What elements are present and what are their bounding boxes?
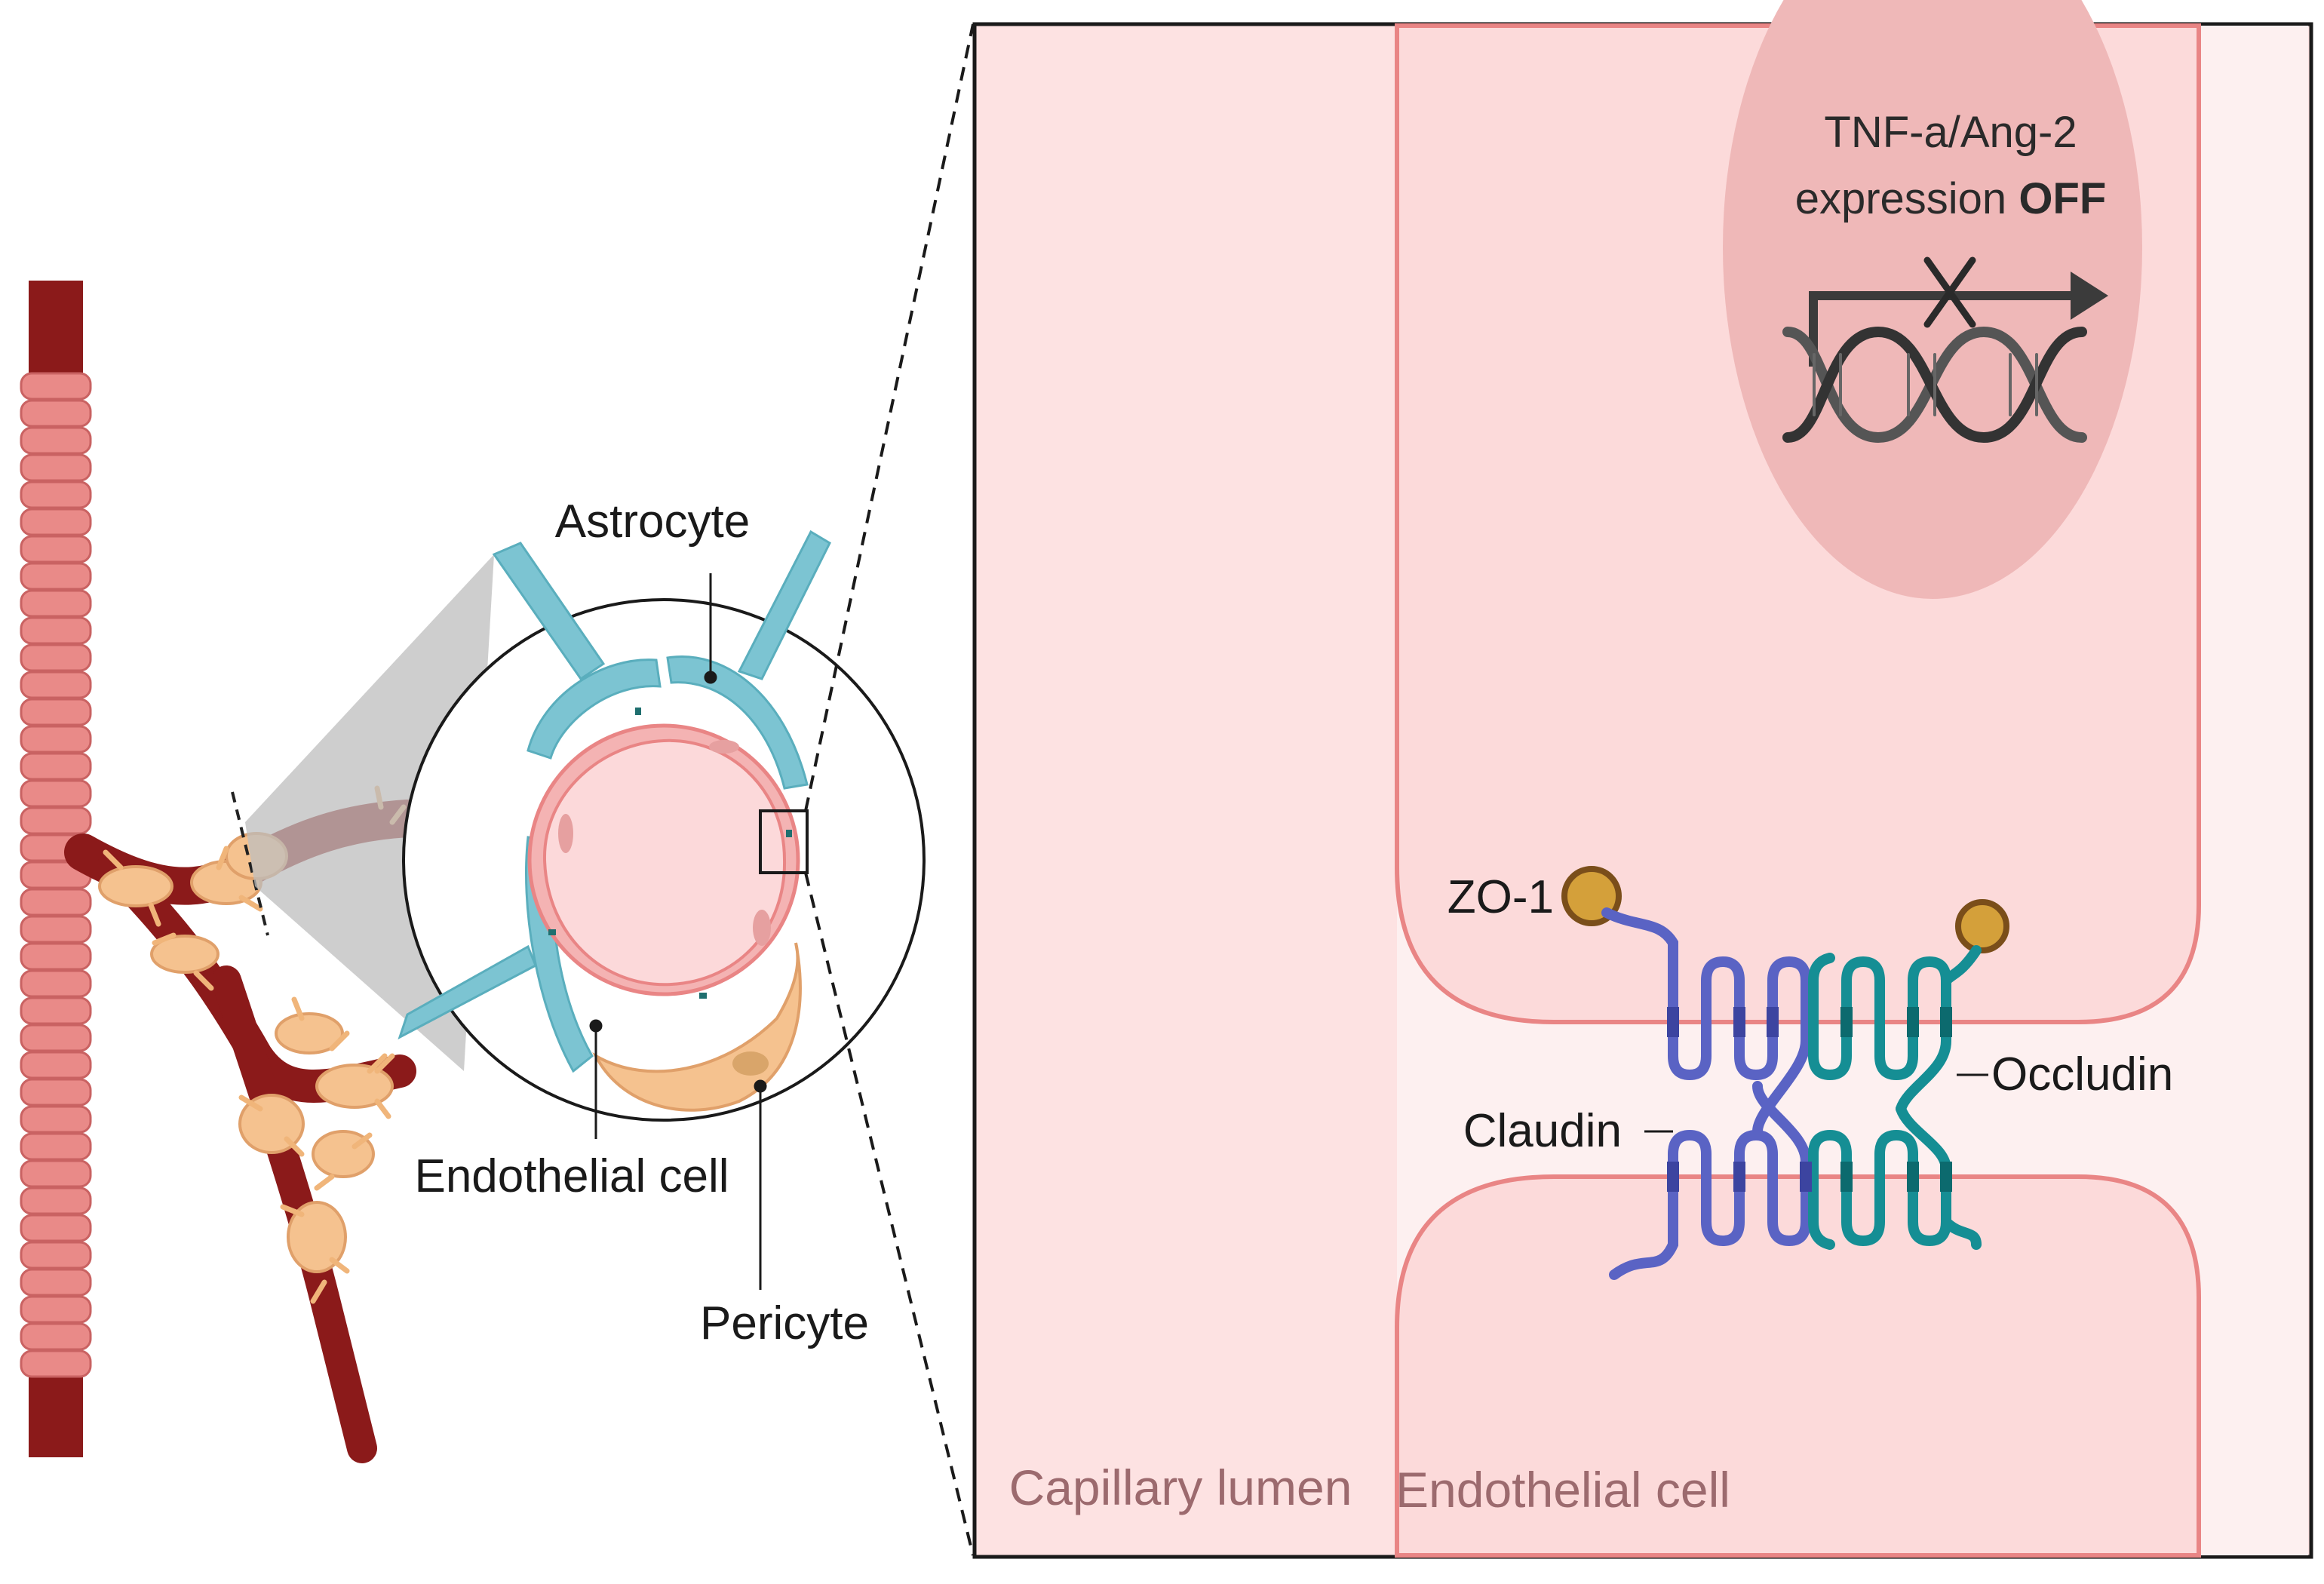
- vessel-ring-segment: [20, 1241, 92, 1269]
- vessel-ring-segment: [20, 508, 92, 536]
- vessel-ring-segment: [20, 453, 92, 482]
- vessel-ring-segment: [20, 1024, 92, 1052]
- label-endothelial-cell-circle: Endothelial cell: [414, 1150, 729, 1202]
- dna-helix: [1782, 326, 2087, 444]
- vessel-ring-segment: [20, 426, 92, 455]
- vessel-ring-segment: [20, 1214, 92, 1242]
- label-expression-line1: TNF-a/Ang-2: [1824, 108, 2077, 157]
- vessel-ring-segment: [20, 779, 92, 808]
- vessel-ring-segment: [20, 1349, 92, 1378]
- vessel-ring-segment: [20, 698, 92, 726]
- occludin-upper: [1808, 945, 1982, 1114]
- leader-lines: [589, 573, 767, 1290]
- label-expression-line2: expression OFF: [1795, 174, 2107, 223]
- vessel-ring-segment: [20, 1051, 92, 1079]
- zo1-protein-right: [1955, 899, 2009, 953]
- vessel-ring-segment: [20, 1268, 92, 1297]
- vessel-ring-segment: [20, 996, 92, 1025]
- endothelial-nuclei: [558, 740, 771, 946]
- vessel-ring-segment: [20, 1159, 92, 1188]
- vessel-ring-segment: [20, 643, 92, 672]
- membrane-span-markers: [1667, 1007, 1952, 1192]
- label-occludin: Occludin: [1991, 1048, 2173, 1101]
- expression-blocked-cross: [1923, 256, 1976, 328]
- pericyte-nucleus: [732, 1051, 769, 1076]
- vessel-lumen: [542, 738, 787, 987]
- label-expression-state: OFF: [2019, 174, 2106, 223]
- vessel-ring-segment: [20, 1186, 92, 1215]
- vessel-ring-segment: [20, 616, 92, 645]
- pericytes-on-branches: [98, 832, 394, 1273]
- section-cut-line: [231, 791, 269, 936]
- vessel-ring-segment: [20, 942, 92, 971]
- vessel-ring-segment: [20, 535, 92, 563]
- vessel-ring-segment: [20, 480, 92, 509]
- vessel-ring-segment: [20, 372, 92, 401]
- panel-zoom-lines: [804, 23, 975, 1556]
- label-capillary-lumen: Capillary lumen: [1009, 1460, 1352, 1515]
- vessel-ring-segment: [20, 725, 92, 754]
- occludin-lower: [1808, 1104, 1982, 1250]
- label-expression-word: expression: [1795, 174, 2006, 223]
- vessel-ring-segment: [20, 888, 92, 916]
- vessel-cross-section: Astrocyte Endothelial cell Pericyte: [398, 496, 926, 1349]
- vessel-ring-segment: [20, 969, 92, 998]
- label-endothelial-cell-panel: Endothelial cell: [1395, 1462, 1730, 1518]
- label-astrocyte: Astrocyte: [555, 496, 750, 548]
- blood-vessel: [20, 281, 426, 1463]
- label-zo1: ZO-1: [1448, 871, 1554, 923]
- vessel-ring-segment: [20, 671, 92, 699]
- label-pericyte: Pericyte: [700, 1297, 869, 1349]
- vessel-ring-segment: [20, 752, 92, 781]
- vessel-ring-segment: [20, 1295, 92, 1324]
- arrow-head: [2071, 272, 2108, 320]
- vessel-ring-segment: [20, 399, 92, 428]
- tight-junction-marks: [548, 708, 792, 999]
- vessel-ring-segment: [20, 806, 92, 835]
- vessel-ring-segment: [20, 562, 92, 591]
- label-claudin: Claudin: [1463, 1105, 1622, 1157]
- vessel-ring-segment: [20, 1078, 92, 1107]
- claudin-upper: [1601, 907, 1811, 1137]
- tight-junction-panel: TNF-a/Ang-2 expression OFF: [972, 0, 2313, 1559]
- vessel-ring-segment: [20, 915, 92, 944]
- vessel-ring-segment: [20, 1322, 92, 1351]
- gene-promoter-arrow: [1809, 291, 2075, 367]
- lower-endothelial-cell: [1395, 1174, 2201, 1558]
- astrocyte-endfeet: [398, 530, 831, 1073]
- zoom-box: [759, 809, 809, 874]
- vessel-smooth-muscle-rings: [20, 372, 92, 1378]
- vessel-ring-segment: [20, 589, 92, 618]
- vessel-ring-segment: [20, 1132, 92, 1161]
- vessel-ring-segment: [20, 1105, 92, 1134]
